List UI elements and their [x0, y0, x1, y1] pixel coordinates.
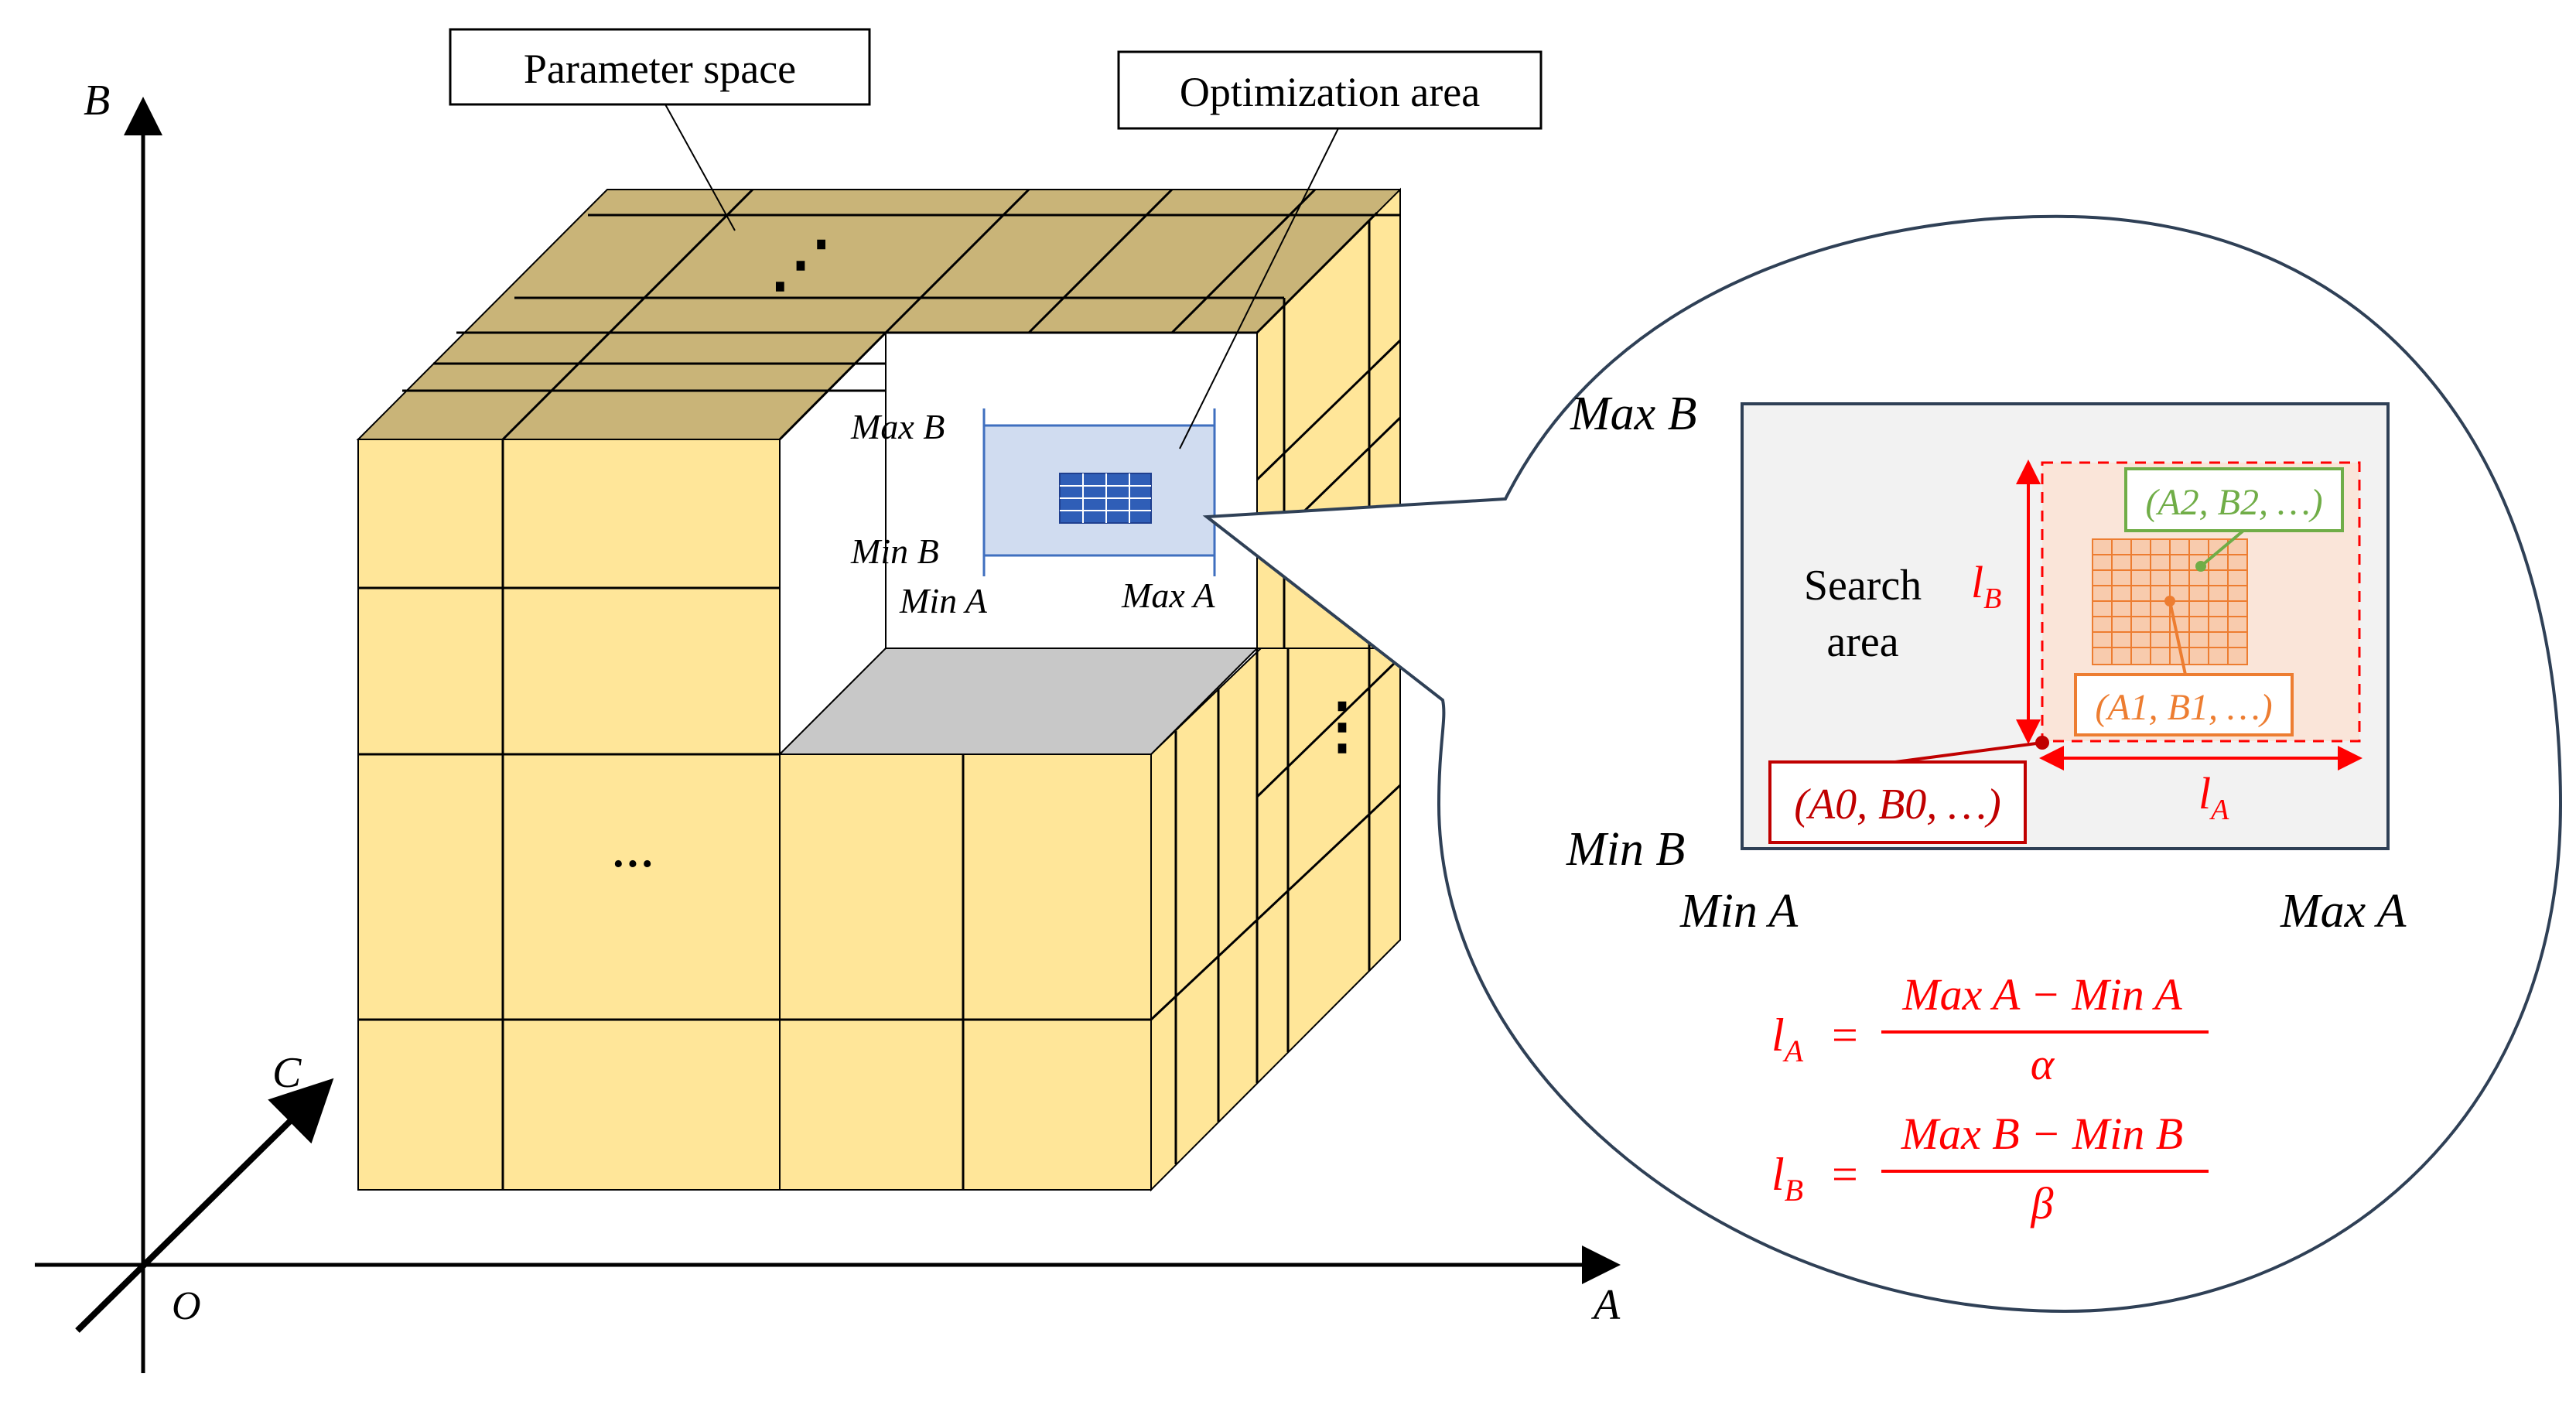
- formula-la-denominator: α: [2031, 1039, 2055, 1089]
- point-a2-leader: [2199, 529, 2245, 568]
- point-a0-label: (A0, B0, …): [1794, 781, 2001, 829]
- point-a1-box: [2074, 673, 2294, 736]
- formula-lb-numerator: Max B − Min B: [1901, 1109, 2183, 1159]
- optimization-area-label: Optimization area: [1180, 69, 1480, 115]
- c-axis-label: C: [272, 1049, 302, 1097]
- optimization-area: [982, 408, 1216, 576]
- front-ellipsis: ···: [611, 840, 654, 888]
- side-ellipsis: ⋮: [1311, 692, 1373, 760]
- formula-la-equals: =: [1832, 1010, 1858, 1061]
- cube-right-side: [1150, 648, 1401, 1192]
- l-b-label: lB: [1971, 557, 2001, 615]
- optimization-area-leader: [1179, 128, 1339, 449]
- point-a2-label: (A2, B2, …): [2145, 482, 2322, 523]
- cube-front-lower: [779, 753, 1152, 1191]
- cube-grid-lines: [358, 188, 1402, 1190]
- inner-min-a-label: Min A: [899, 581, 988, 620]
- point-a0-leader: [1894, 741, 2043, 764]
- zoom-min-b-label: Min B: [1566, 823, 1685, 876]
- inner-max-a-label: Max A: [1121, 576, 1215, 615]
- parameter-cube: Max B Min B Min A Max A ⋰ ··· ⋮: [356, 187, 1402, 1192]
- cube-front-left: [357, 439, 781, 1191]
- formula-la: lA = Max A − Min A α: [1771, 969, 2209, 1089]
- origin-label: O: [172, 1284, 201, 1328]
- zoom-bubble: Search area lB lA: [1202, 214, 2563, 1314]
- inner-max-b-label: Max B: [850, 407, 945, 446]
- optimization-mini-grid: [1059, 473, 1152, 524]
- point-a1-label: (A1, B1, …): [2095, 687, 2272, 728]
- parameter-space-label: Parameter space: [524, 46, 796, 92]
- formula-lb: lB = Max B − Min B β: [1771, 1109, 2209, 1228]
- point-a2-box: [2124, 467, 2344, 532]
- zoom-max-a-label: Max A: [2280, 885, 2407, 938]
- b-axis-label: B: [84, 77, 110, 125]
- parameter-space-leader: [664, 104, 736, 231]
- formula-la-lhs: lA: [1771, 1010, 1804, 1068]
- zoom-min-a-label: Min A: [1679, 885, 1799, 938]
- point-a0-box: [1768, 760, 2027, 844]
- callouts: Parameter space Optimization area: [449, 28, 1543, 449]
- parameter-space-box: [449, 28, 871, 106]
- zoom-max-b-label: Max B: [1570, 388, 1697, 440]
- formula-lb-equals: =: [1832, 1149, 1858, 1200]
- a-axis-label: A: [1590, 1281, 1621, 1329]
- search-area-label-2: area: [1826, 618, 1898, 666]
- top-ellipsis: ⋰: [770, 231, 832, 299]
- search-area-label-1: Search: [1804, 562, 1922, 610]
- inner-min-b-label: Min B: [850, 531, 939, 571]
- formula-la-numerator: Max A − Min A: [1901, 969, 2182, 1020]
- axes: O A B C: [35, 77, 1621, 1373]
- optimization-area-box: [1117, 50, 1543, 130]
- point-a1-leader: [2168, 600, 2187, 675]
- c-axis: [75, 1078, 334, 1333]
- formula-lb-denominator: β: [2031, 1178, 2054, 1228]
- formula-lb-lhs: lB: [1771, 1149, 1803, 1208]
- l-a-label: lA: [2198, 768, 2229, 826]
